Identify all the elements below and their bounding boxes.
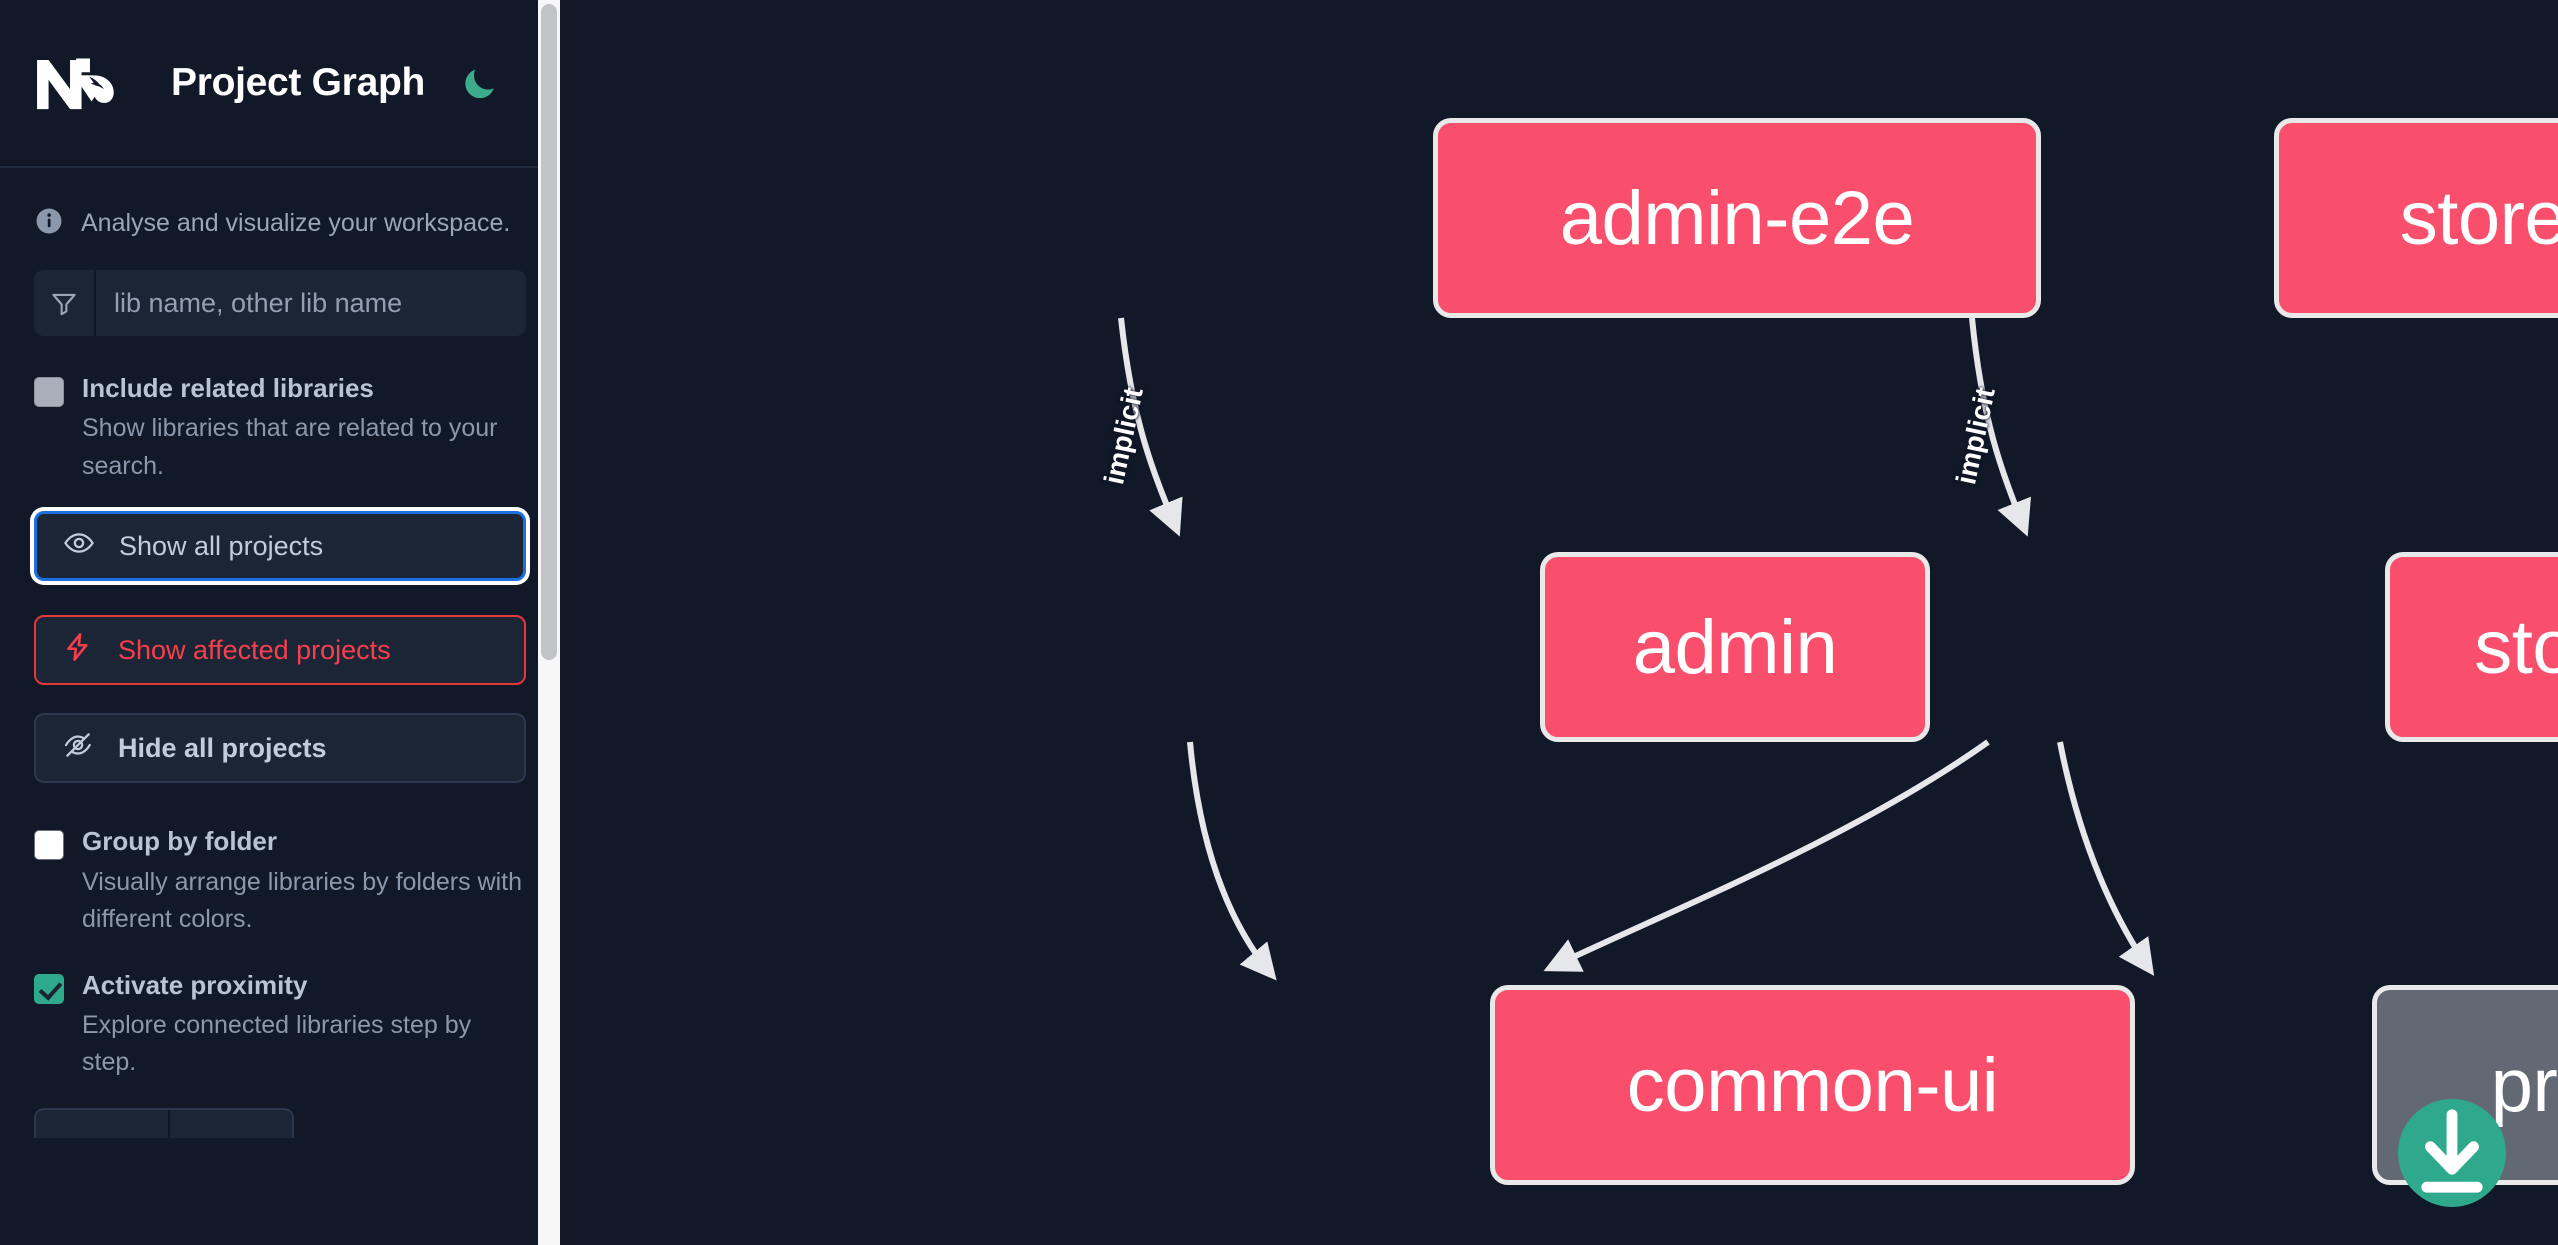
sidebar-body: Analyse and visualize your workspace. In… xyxy=(0,168,560,1138)
graph-node-admin[interactable]: admin xyxy=(1540,552,1930,742)
group-by-folder-checkbox[interactable] xyxy=(34,830,64,861)
filter-icon xyxy=(34,270,96,336)
proximity-stepper-control[interactable] xyxy=(34,1107,294,1138)
eye-off-icon xyxy=(62,729,94,768)
graph-canvas[interactable]: admin-e2e store-e2e admin store common-u… xyxy=(560,0,2558,1245)
info-icon xyxy=(34,206,64,241)
show-all-projects-label: Show all projects xyxy=(119,530,324,561)
graph-node-common-ui[interactable]: common-ui xyxy=(1490,985,2135,1185)
graph-edges xyxy=(1118,317,2155,981)
graph-node-label: common-ui xyxy=(1626,1042,1999,1128)
download-icon xyxy=(2421,1109,2483,1193)
include-related-libraries-label: Include related libraries xyxy=(82,373,374,403)
graph-node-label: store-e2e xyxy=(2399,175,2558,261)
graph-node-admin-e2e[interactable]: admin-e2e xyxy=(1433,118,2041,318)
include-related-libraries-checkbox[interactable] xyxy=(34,377,64,407)
group-by-folder-desc: Visually arrange libraries by folders wi… xyxy=(82,867,523,934)
graph-node-store[interactable]: store xyxy=(2385,552,2558,742)
lightning-icon xyxy=(62,631,94,670)
tagline-text: Analyse and visualize your workspace. xyxy=(81,208,511,237)
graph-node-label: products xyxy=(2490,1042,2558,1128)
moon-icon[interactable] xyxy=(457,60,503,106)
graph-node-label: store xyxy=(2474,604,2558,690)
option-activate-proximity[interactable]: Activate proximity Explore connected lib… xyxy=(34,965,526,1082)
sidebar: Project Graph Analyse and visualize your… xyxy=(0,0,560,1245)
tagline: Analyse and visualize your workspace. xyxy=(34,168,526,270)
search-bar[interactable] xyxy=(34,270,526,336)
group-by-folder-label: Group by folder xyxy=(82,826,277,857)
graph-node-label: admin xyxy=(1632,604,1838,690)
show-affected-projects-label: Show affected projects xyxy=(118,634,391,665)
graph-node-label: admin-e2e xyxy=(1559,175,1915,261)
show-affected-projects-button[interactable]: Show affected projects xyxy=(34,615,526,686)
option-group-by-folder[interactable]: Group by folder Visually arrange librari… xyxy=(34,821,526,938)
edge-store-e2e-store xyxy=(1969,317,2032,537)
option-include-related-libraries[interactable]: Include related libraries Show libraries… xyxy=(34,368,526,485)
sidebar-scrollbar-thumb[interactable] xyxy=(541,4,557,660)
page-title: Project Graph xyxy=(171,61,425,104)
nx-logo-icon xyxy=(34,52,126,114)
hide-all-projects-label: Hide all projects xyxy=(118,732,327,763)
edge-admin-common-ui xyxy=(1187,741,1277,981)
sidebar-scrollbar-track[interactable] xyxy=(538,0,560,1245)
hide-all-projects-button[interactable]: Hide all projects xyxy=(34,713,526,784)
sidebar-header: Project Graph xyxy=(0,0,560,168)
graph-node-store-e2e[interactable]: store-e2e xyxy=(2274,118,2558,318)
eye-icon xyxy=(63,527,95,566)
spacer xyxy=(34,811,526,821)
activate-proximity-desc: Explore connected libraries step by step… xyxy=(82,1010,472,1077)
search-input[interactable] xyxy=(96,270,526,336)
edge-admin-e2e-admin xyxy=(1118,317,1183,537)
edge-store-common-ui xyxy=(1543,739,1990,972)
download-graph-button[interactable] xyxy=(2398,1099,2506,1207)
show-all-projects-button[interactable]: Show all projects xyxy=(34,511,526,582)
activate-proximity-checkbox[interactable] xyxy=(34,973,64,1004)
edge-store-products xyxy=(2057,741,2155,976)
activate-proximity-label: Activate proximity xyxy=(82,969,308,1000)
include-related-libraries-desc: Show libraries that are related to your … xyxy=(82,414,498,480)
